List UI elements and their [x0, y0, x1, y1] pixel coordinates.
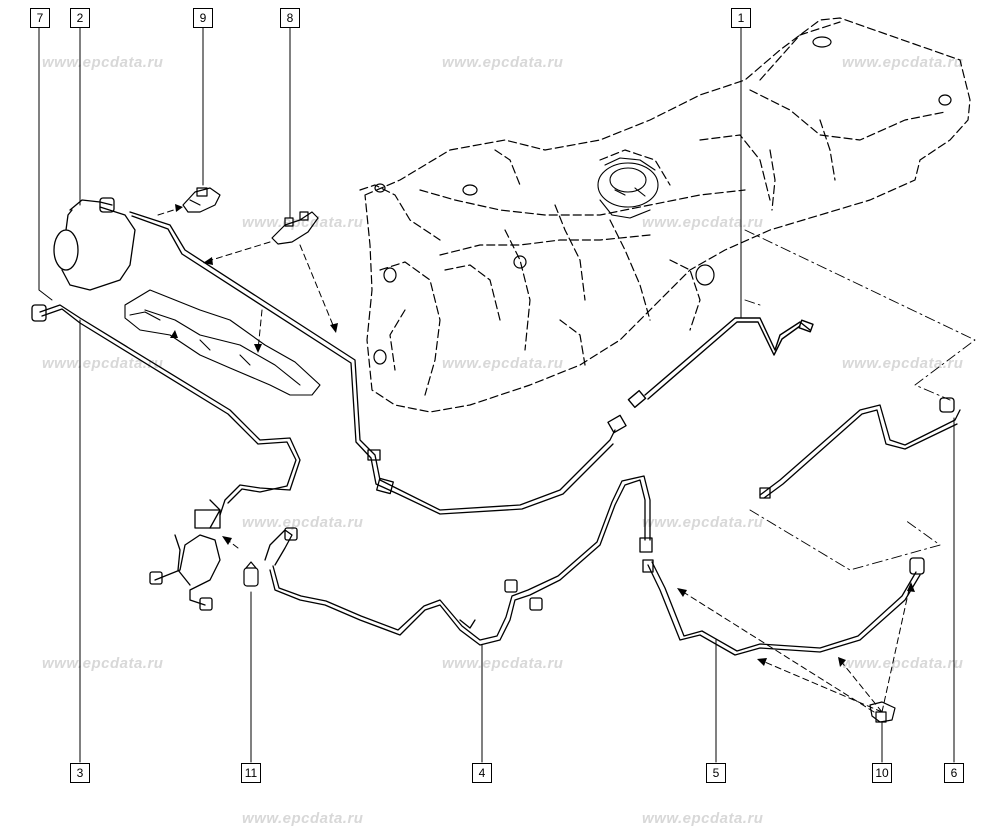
pipe-4: [264, 475, 653, 646]
engine-mounted-component: [597, 157, 659, 219]
watermark: www.epcdata.ru: [42, 655, 164, 672]
watermark: www.epcdata.ru: [442, 655, 564, 672]
bracket-7: [124, 289, 321, 396]
pipe-2-assembly: [53, 197, 136, 291]
clip-9: [182, 187, 221, 213]
clip-8: [271, 211, 319, 245]
engine-block-outline: [359, 17, 971, 413]
watermark: www.epcdata.ru: [242, 214, 364, 231]
watermark: www.epcdata.ru: [842, 355, 964, 372]
reference-outline: [744, 229, 976, 571]
callout-2: 2: [70, 8, 90, 28]
watermark: www.epcdata.ru: [442, 54, 564, 71]
watermark: www.epcdata.ru: [442, 355, 564, 372]
callout-7: 7: [30, 8, 50, 28]
arrow-heads: [170, 204, 915, 667]
watermark: www.epcdata.ru: [842, 655, 964, 672]
pipe-long-upper: [129, 211, 627, 515]
watermark: www.epcdata.ru: [42, 54, 164, 71]
watermark: www.epcdata.ru: [242, 514, 364, 531]
watermark: www.epcdata.ru: [42, 355, 164, 372]
callout-5: 5: [706, 763, 726, 783]
clip-10: [869, 701, 896, 723]
callout-1: 1: [731, 8, 751, 28]
pipe-left-lower: [149, 499, 221, 611]
pipe-6: [759, 397, 961, 499]
callout-9: 9: [193, 8, 213, 28]
clip-11: [243, 561, 259, 587]
leader-lines: [38, 25, 955, 763]
pipe-3: [31, 304, 301, 516]
callout-3: 3: [70, 763, 90, 783]
watermark: www.epcdata.ru: [642, 214, 764, 231]
pipe-1: [627, 317, 814, 409]
watermark: www.epcdata.ru: [642, 514, 764, 531]
watermark: www.epcdata.ru: [842, 54, 964, 71]
callout-11: 11: [241, 763, 261, 783]
callout-10: 10: [872, 763, 892, 783]
callout-8: 8: [280, 8, 300, 28]
pipe-5: [642, 557, 925, 656]
assembly-arrows: [157, 207, 911, 713]
callout-6: 6: [944, 763, 964, 783]
callout-4: 4: [472, 763, 492, 783]
engine-bosses: [373, 36, 952, 365]
